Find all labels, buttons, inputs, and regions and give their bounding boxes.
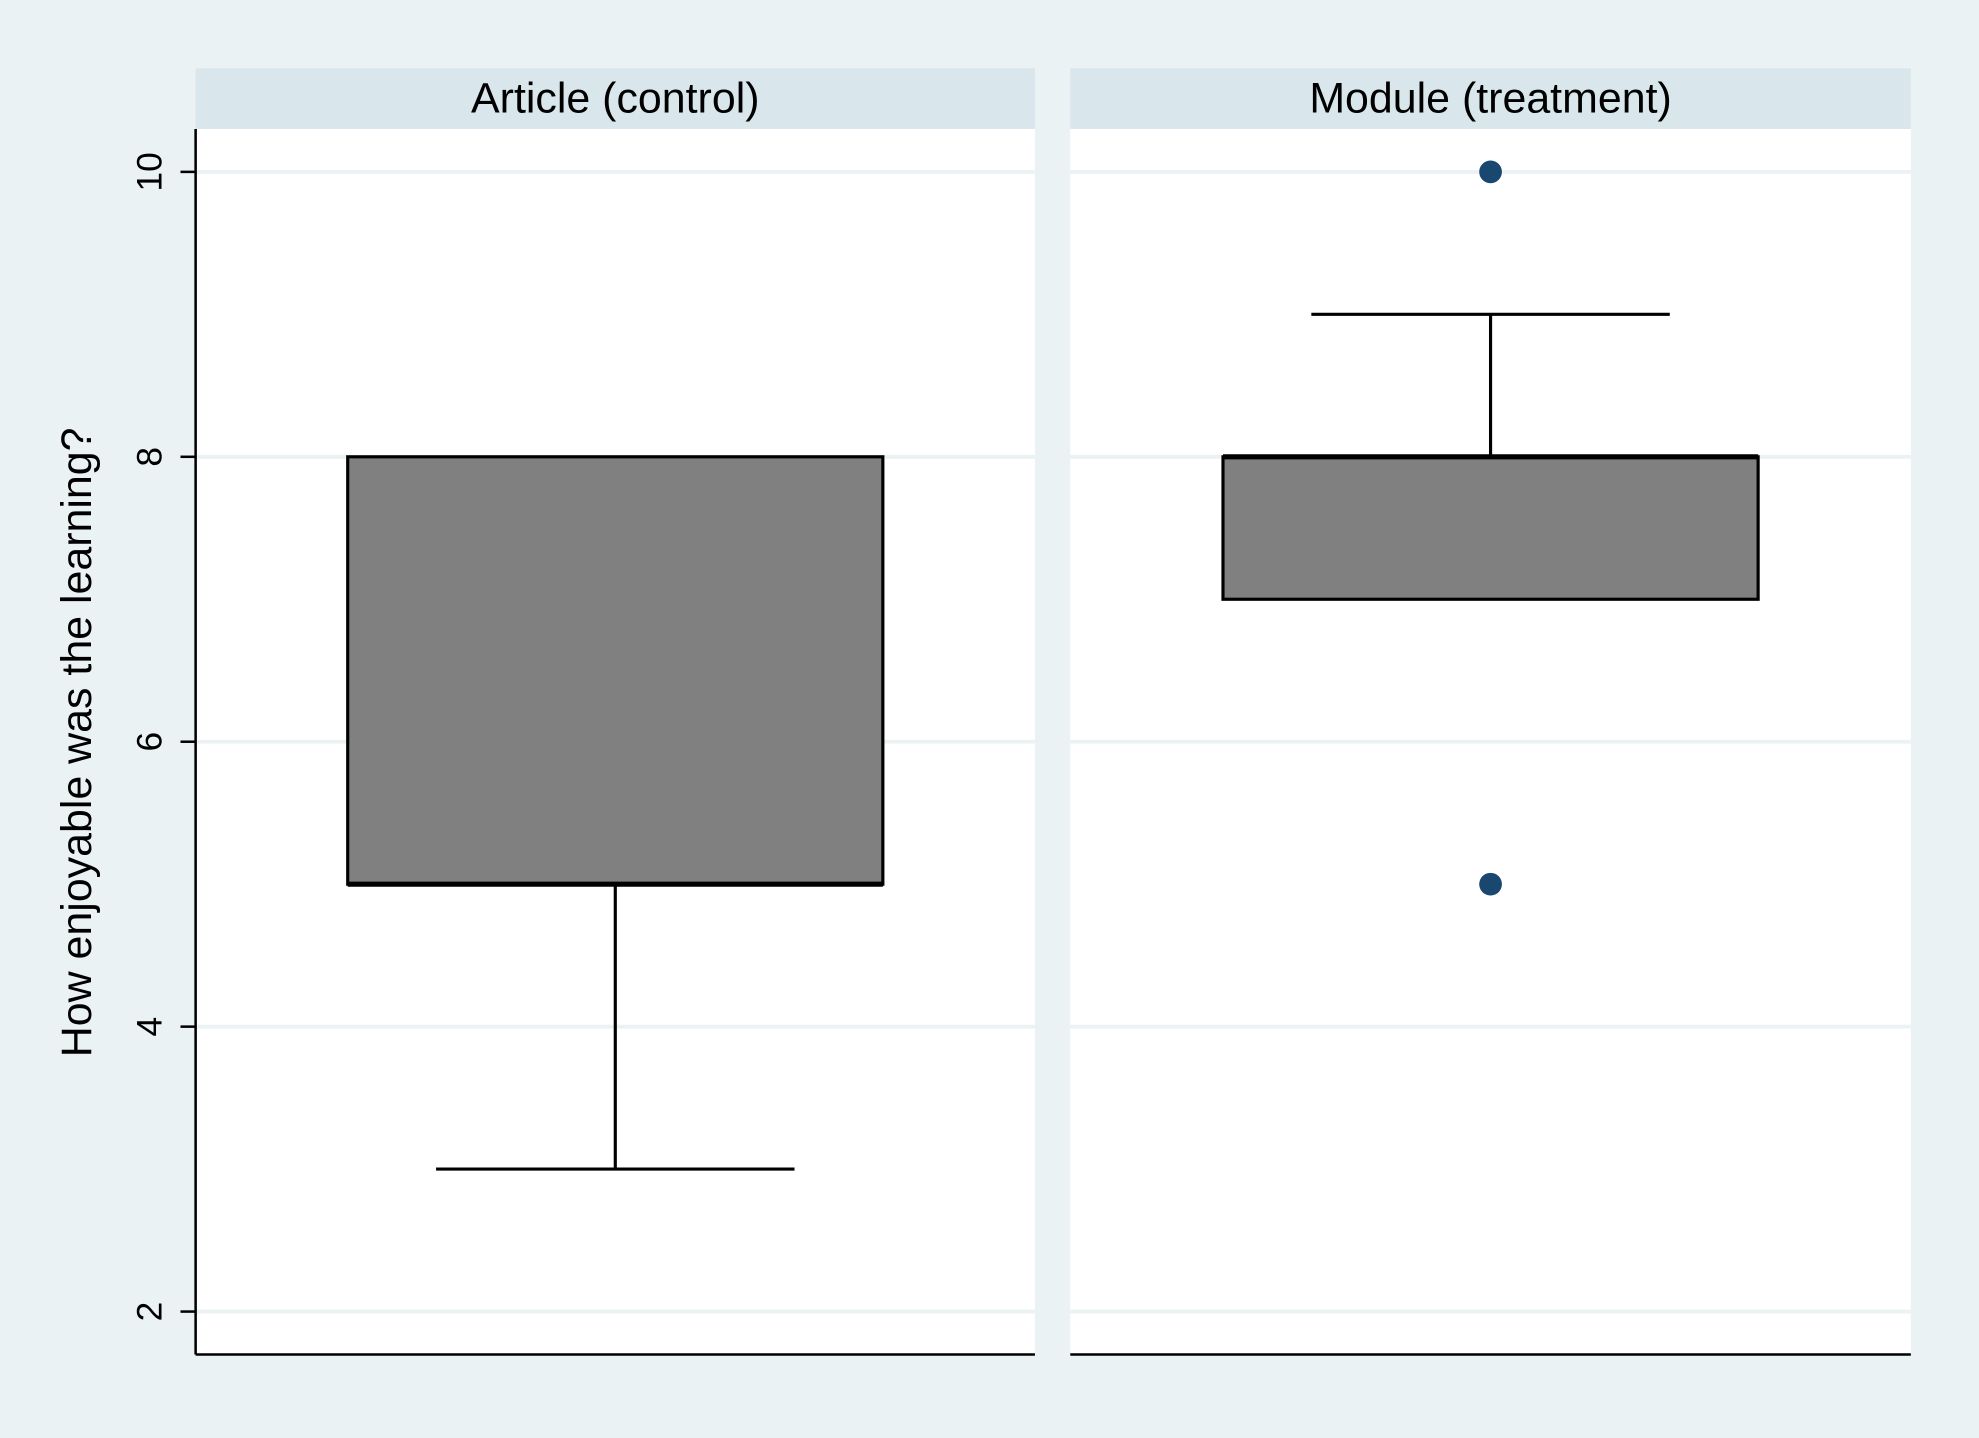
y-tick-label: 6 xyxy=(131,732,170,752)
panel-title: Article (control) xyxy=(471,75,760,123)
y-tick-label: 8 xyxy=(131,447,170,467)
box xyxy=(1221,455,1760,601)
y-axis-label: How enjoyable was the learning? xyxy=(53,428,101,1058)
y-tick-label: 2 xyxy=(131,1302,170,1322)
y-tick-label: 10 xyxy=(131,152,170,191)
panel-strip xyxy=(195,68,1035,129)
panel-strip xyxy=(1070,68,1911,129)
outlier-point xyxy=(1479,872,1502,896)
y-tick-label: 4 xyxy=(131,1017,170,1037)
panel-title: Module (treatment) xyxy=(1309,75,1671,123)
outlier-point xyxy=(1479,160,1502,184)
box xyxy=(346,455,885,886)
